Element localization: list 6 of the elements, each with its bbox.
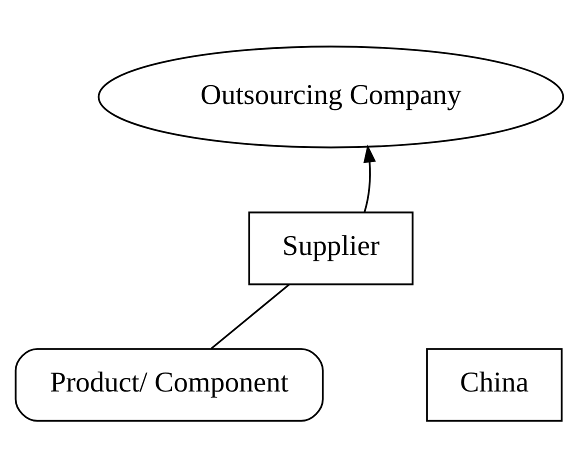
node-ellipse: Outsourcing Company [98, 45, 564, 148]
arrow [363, 144, 376, 212]
node-box: China [426, 348, 563, 422]
connector [210, 283, 290, 349]
node-box: Supplier [248, 211, 414, 285]
node-box: Product/ Component [14, 348, 324, 422]
